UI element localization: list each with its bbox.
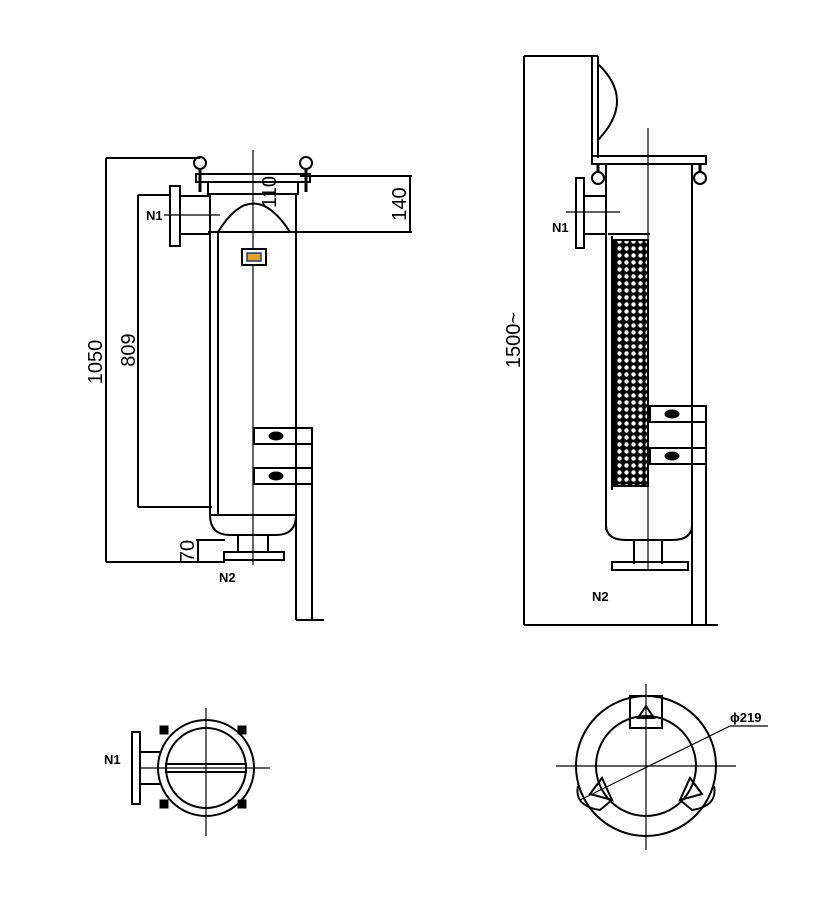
tr-diameter-leader [579, 725, 731, 801]
top-n1-flange [131, 731, 141, 805]
open-lid-dome [597, 63, 618, 141]
side-bottom-head [605, 524, 693, 541]
gauge-icon [246, 252, 262, 262]
dim-70-text: 70 [177, 540, 199, 562]
dim-1500-text: 1500~ [503, 312, 525, 368]
dim-1050-text: 1050 [85, 340, 107, 385]
side-view: 1500~ N1 [503, 55, 718, 626]
clamp-upper-bolt [268, 431, 284, 441]
side-eyebolt-left [591, 171, 605, 185]
ear-br [237, 799, 247, 809]
ear-tl [159, 725, 169, 735]
side-n2-flange [611, 561, 689, 571]
top-view-right: ϕ219 [556, 684, 768, 850]
n2-flange [223, 551, 285, 561]
top-n1-label: N1 [104, 752, 121, 767]
ear-tr [237, 725, 247, 735]
front-view: N1 N2 1050 809 110 140 70 [85, 150, 412, 621]
side-n1-label: N1 [552, 220, 569, 235]
top-view-left: N1 [104, 708, 270, 836]
tr-lug-right [678, 776, 704, 802]
tr-lug-left [588, 776, 614, 802]
tr-diameter-text: ϕ219 [730, 710, 761, 725]
ear-bl [159, 799, 169, 809]
eyebolt-left [193, 156, 207, 170]
side-clamp-lower-bolt [664, 451, 680, 461]
tr-foot-left [576, 785, 613, 812]
tr-lug-top [629, 695, 663, 729]
filter-bag-mesh [613, 239, 649, 487]
side-clamp-upper-bolt [664, 409, 680, 419]
n2-label: N2 [219, 570, 236, 585]
top-bar [165, 763, 247, 773]
side-n1-flange [575, 177, 585, 249]
dim-140-text: 140 [389, 187, 411, 220]
clamp-lower-bolt [268, 471, 284, 481]
tr-lug-top-mark [636, 704, 656, 719]
eyebolt-right [299, 156, 313, 170]
side-n2-label: N2 [592, 589, 609, 604]
n1-flange [169, 185, 181, 247]
n1-label: N1 [146, 208, 163, 223]
side-eyebolt-right [693, 171, 707, 185]
side-top-flange [591, 155, 707, 165]
dim-110-text: 110 [259, 176, 281, 208]
dim-809-text: 809 [118, 333, 140, 366]
tr-foot-right [679, 785, 716, 812]
